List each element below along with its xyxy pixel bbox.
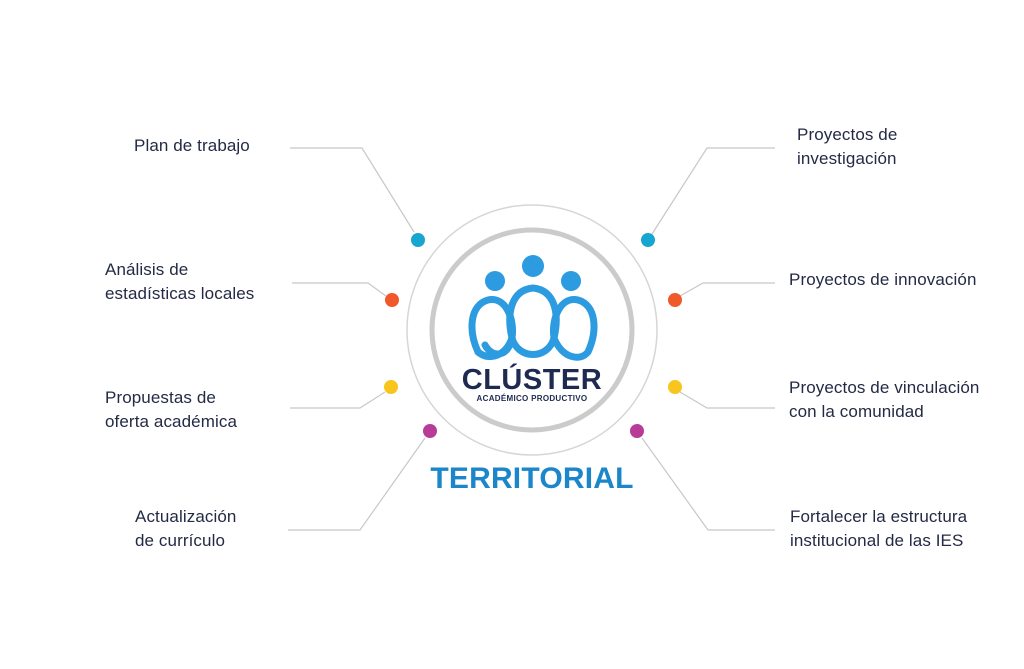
label-proyectos-innovacion: Proyectos de innovación bbox=[789, 270, 977, 289]
logo-subtitle: ACADÉMICO PRODUCTIVO bbox=[476, 394, 588, 403]
connector-right-3 bbox=[679, 391, 775, 409]
label-proyectos-investigacion: Proyectos de investigación bbox=[797, 125, 898, 168]
center-title: TERRITORIAL bbox=[430, 462, 634, 495]
connector-right-1 bbox=[651, 147, 775, 235]
logo-head-center bbox=[522, 255, 544, 277]
label-propuestas-oferta: Propuestas de oferta académica bbox=[105, 388, 238, 431]
label-actualizacion-curriculo: Actualización de currículo bbox=[135, 507, 237, 550]
label-proyectos-vinculacion: Proyectos de vinculación con la comunida… bbox=[789, 378, 980, 421]
logo-loops bbox=[468, 284, 598, 361]
connector-left-4 bbox=[288, 437, 426, 531]
logo-head-right bbox=[561, 271, 581, 291]
logo-wordmark: CLÚSTER bbox=[461, 364, 603, 396]
connector-right-2 bbox=[679, 282, 775, 297]
connector-left-3 bbox=[290, 391, 386, 409]
connector-left-1 bbox=[290, 147, 415, 233]
connector-right-4 bbox=[641, 437, 775, 531]
logo-head-left bbox=[485, 271, 505, 291]
label-plan-de-trabajo: Plan de trabajo bbox=[134, 136, 250, 155]
outer-ring bbox=[406, 204, 658, 456]
label-analisis-estadisticas: Análisis de estadísticas locales bbox=[105, 260, 255, 303]
connector-left-2 bbox=[292, 282, 387, 297]
label-fortalecer-estructura: Fortalecer la estructura institucional d… bbox=[790, 507, 968, 550]
inner-ring bbox=[429, 227, 635, 433]
